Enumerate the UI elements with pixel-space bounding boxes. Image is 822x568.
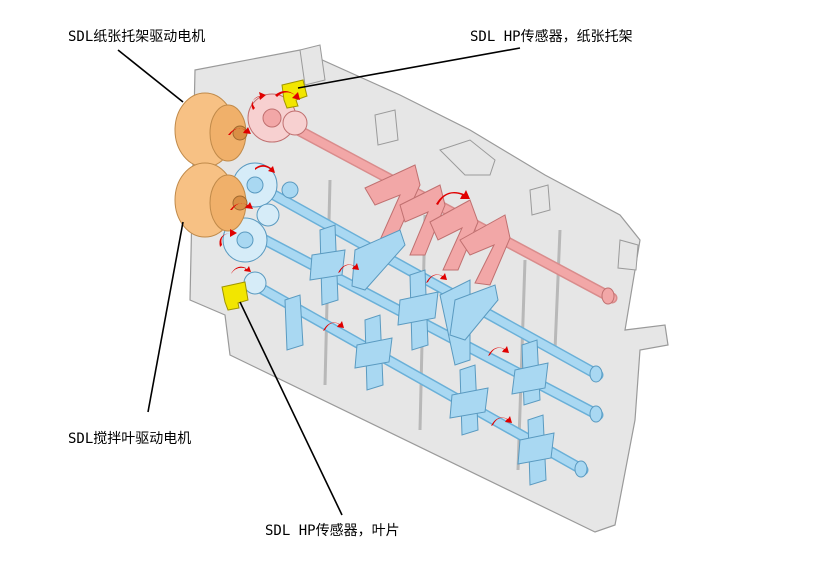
leader-lines <box>117 47 521 516</box>
paddle-gears <box>222 162 299 295</box>
label-paddle-hp-sensor: SDL HP传感器，叶片 <box>265 523 400 539</box>
label-paper-support-hp-sensor: SDL HP传感器，纸张托架 <box>470 29 633 45</box>
label-paddle-drive-motor: SDL搅拌叶驱动电机 <box>68 431 192 447</box>
paper-support-shaft <box>247 93 618 305</box>
paddle-drive-motor <box>174 162 248 238</box>
paddles <box>284 224 555 486</box>
label-paper-support-drive-motor: SDL纸张托架驱动电机 <box>68 29 206 45</box>
paddle-hp-sensor <box>221 281 249 311</box>
paddle-shaft-upper <box>259 184 604 383</box>
rotation-arrows <box>219 91 512 426</box>
